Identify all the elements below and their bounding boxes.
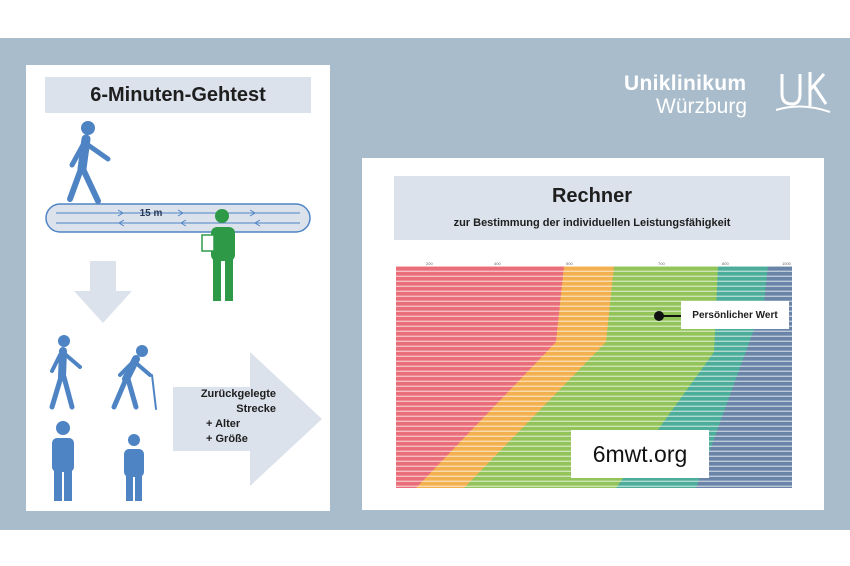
logo-line2: Würzburg [656,95,748,118]
factor-height: + Größe [206,433,248,445]
tick-label: 800 [722,262,729,266]
uniklinikum-logo[interactable]: Uniklinikum Würzburg [624,72,834,122]
uk-logo-icon [775,72,831,113]
walking-person-icon [67,121,111,204]
tall-person-icon [52,421,74,501]
calculator-title: Rechner [551,185,633,207]
walk-test-panel: 6-Minuten-Gehtest [26,65,330,511]
walking-track [45,203,311,233]
personal-value-label: Persönlicher Wert [681,301,789,329]
elderly-person-icon [111,345,157,410]
calculator-panel: Rechner zur Bestimmung der individuellen… [362,158,824,510]
tick-label: 500 [566,262,573,266]
distance-label: Zurückgelegte Strecke [200,388,276,415]
walk-test-title: 6-Minuten-Gehtest [45,77,311,113]
logo-line1: Uniklinikum [624,72,747,95]
test-factors: Zurückgelegte Strecke + Alter + Größe [176,387,276,447]
track-length-label: 15 m [139,208,163,219]
personal-value-marker-icon [654,311,664,321]
calculator-subtitle: zur Bestimmung der individuellen Leistun… [453,217,731,229]
tick-label: 700 [658,262,665,266]
right-arrow-icon [173,352,322,486]
tick-label: 400 [494,262,501,266]
short-person-icon [124,434,144,501]
factor-age: + Alter [206,418,241,430]
calculator-header: Rechner zur Bestimmung der individuellen… [394,176,790,240]
down-arrow-icon [74,261,132,323]
walking-adult-icon [49,335,82,410]
walk-test-illustration [45,121,322,501]
assessor-person-icon [201,209,235,301]
tick-label: 200 [426,262,433,266]
website-url[interactable]: 6mwt.org [571,430,709,478]
tick-label: 1000 [782,262,792,266]
